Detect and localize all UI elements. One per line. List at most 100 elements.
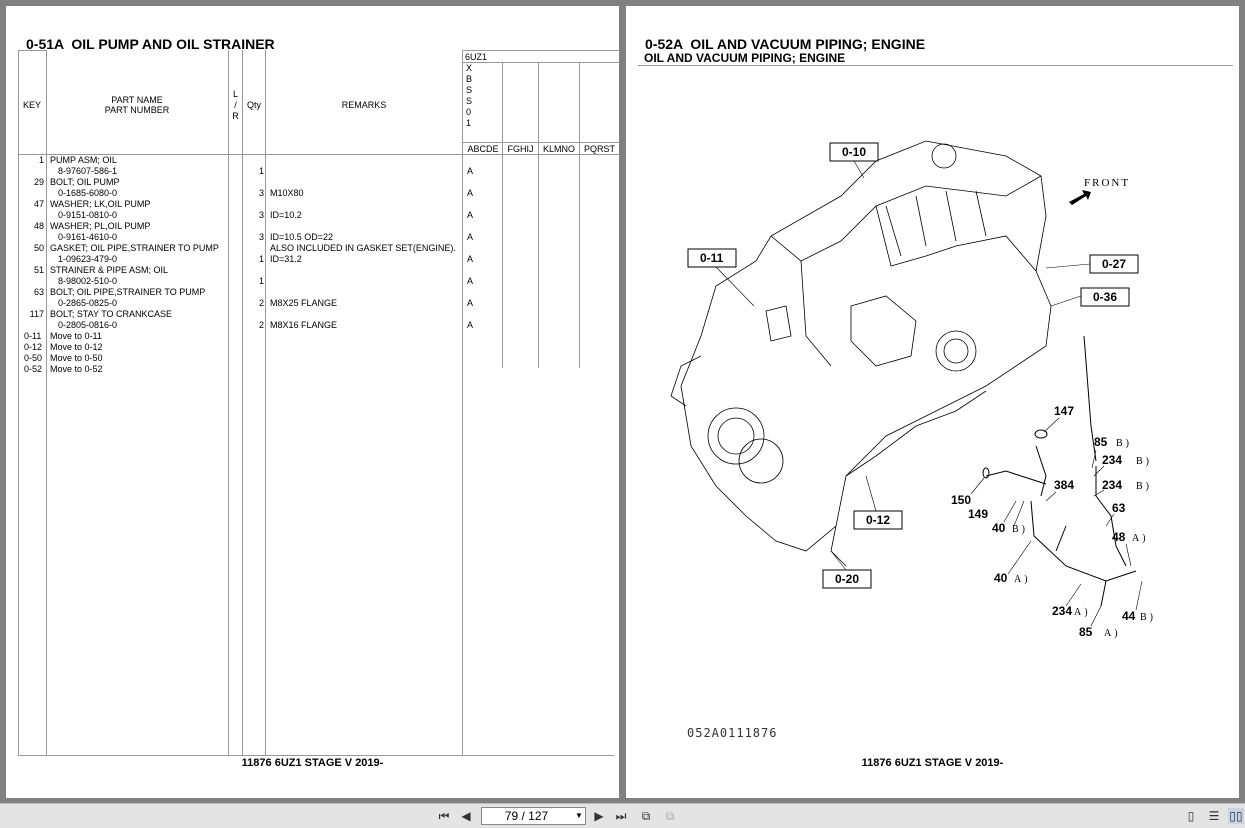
parts-table: KEY PART NAME PART NUMBER L / R Qty REMA…: [18, 50, 619, 755]
row-remarks: M8X25 FLANGE: [270, 298, 338, 308]
engine-outline: [670, 140, 1052, 567]
page-footer: 11876 6UZ1 STAGE V 2019-: [241, 757, 384, 769]
rotate-icon[interactable]: ⧉: [641, 809, 651, 823]
header-model-code-0: X: [466, 63, 473, 73]
box-label-0-10[interactable]: 0-10: [829, 142, 879, 162]
callout-147: 147: [1054, 404, 1074, 418]
callout-384: 384: [1054, 478, 1074, 492]
move-key: 0-12: [24, 342, 43, 352]
header-model-code-5: 1: [466, 118, 472, 128]
svg-text:B): B): [1136, 456, 1152, 467]
box-label-0-12[interactable]: 0-12: [853, 510, 903, 530]
continuous-view-icon[interactable]: ☰: [1208, 809, 1220, 823]
svg-text:40: 40: [994, 571, 1008, 585]
left-page: 0-51A OIL PUMP AND OIL STRAINER KEY PART…: [6, 6, 619, 798]
row-abcde: A: [467, 276, 474, 286]
row-qty: 1: [258, 254, 264, 264]
callout-150: 150: [951, 493, 971, 507]
row-part-name: GASKET; OIL PIPE,STRAINER TO PUMP: [50, 243, 219, 253]
engine-diagram: FRONT 0-10 0-11 0-27 0-36 0-12 0-20: [670, 140, 1153, 639]
row-qty: 3: [258, 188, 264, 198]
chevron-down-icon[interactable]: ▼: [575, 811, 583, 820]
row-key: 47: [33, 199, 44, 209]
move-text: Move to 0-12: [50, 342, 103, 352]
row-part-number: 0-2865-0825-0: [58, 298, 118, 308]
row-qty: 2: [258, 320, 264, 330]
row-part-name: STRAINER & PIPE ASM; OIL: [50, 265, 169, 275]
row-part-number: 0-9151-0810-0: [58, 210, 118, 220]
svg-text:B): B): [1012, 524, 1028, 535]
row-part-name: PUMP ASM; OIL: [50, 155, 117, 165]
row-key: 48: [33, 221, 44, 231]
last-page-icon[interactable]: ⏭: [615, 809, 627, 823]
page-title: 0-51A OIL PUMP AND OIL STRAINER: [26, 36, 275, 52]
row-key: 63: [33, 287, 44, 297]
page-number-input[interactable]: [481, 807, 586, 825]
row-remarks: ID=10.5 OD=22: [270, 232, 334, 242]
svg-text:0-12: 0-12: [866, 513, 890, 527]
move-key: 0-52: [24, 364, 43, 374]
row-part-number: 0-9161-4610-0: [58, 232, 118, 242]
row-part-number: 1-09623-479-0: [58, 254, 118, 264]
header-lr-l: L: [232, 89, 238, 99]
first-page-icon[interactable]: ⏮: [438, 809, 450, 823]
single-page-view-icon[interactable]: ▯: [1187, 809, 1195, 823]
svg-text:63: 63: [1112, 501, 1126, 515]
callout-149: 149: [968, 507, 988, 521]
header-model-code-1: B: [466, 74, 473, 84]
page-footer: 11876 6UZ1 STAGE V 2019-: [861, 757, 1004, 769]
svg-text:A): A): [1132, 533, 1149, 544]
row-qty: 3: [258, 210, 264, 220]
row-remarks: ID=31.2: [270, 254, 302, 264]
box-label-0-27[interactable]: 0-27: [1089, 254, 1139, 274]
figure-code: 052A0111876: [687, 726, 778, 740]
prev-page-icon[interactable]: ◀: [461, 809, 471, 823]
callout-63: 63: [1112, 501, 1126, 515]
box-label-0-20[interactable]: 0-20: [822, 569, 872, 589]
right-page: 0-52A OIL AND VACUUM PIPING; ENGINE OIL …: [626, 6, 1239, 798]
header-part-name: PART NAME: [111, 95, 163, 105]
row-part-number: 8-98002-510-0: [58, 276, 118, 286]
two-page-view-icon[interactable]: ▯▯: [1228, 808, 1244, 824]
row-part-name: BOLT; OIL PIPE,STRAINER TO PUMP: [50, 287, 206, 297]
row-key: 51: [33, 265, 44, 275]
svg-text:85: 85: [1094, 435, 1108, 449]
row-part-name: WASHER; PL,OIL PUMP: [50, 221, 151, 231]
header-remarks: REMARKS: [341, 100, 387, 110]
next-page-icon[interactable]: ▶: [594, 809, 604, 823]
row-abcde: A: [467, 210, 474, 220]
svg-text:234: 234: [1102, 453, 1122, 467]
row-key: 29: [33, 177, 44, 187]
row-remarks: M8X16 FLANGE: [270, 320, 338, 330]
rotate-back-icon[interactable]: ⧉: [665, 809, 675, 823]
svg-text:A): A): [1014, 574, 1031, 585]
row-abcde: A: [467, 254, 474, 264]
footer-rule: [18, 755, 614, 756]
header-model: 6UZ1: [465, 52, 488, 62]
box-label-0-11[interactable]: 0-11: [687, 248, 737, 268]
row-qty: 1: [258, 166, 264, 176]
row-qty: 3: [258, 232, 264, 242]
callout-40-b: 40 B): [992, 521, 1028, 535]
row-abcde: A: [467, 232, 474, 242]
move-text: Move to 0-11: [50, 331, 102, 341]
box-label-0-36[interactable]: 0-36: [1080, 287, 1130, 307]
svg-text:150: 150: [951, 493, 971, 507]
svg-text:40: 40: [992, 521, 1006, 535]
svg-text:A): A): [1104, 628, 1121, 639]
svg-text:48: 48: [1112, 530, 1126, 544]
svg-text:0-11: 0-11: [700, 251, 724, 265]
page-title: 0-52A OIL AND VACUUM PIPING; ENGINE: [645, 36, 926, 52]
svg-text:B): B): [1136, 481, 1152, 492]
svg-text:149: 149: [968, 507, 988, 521]
svg-text:384: 384: [1054, 478, 1074, 492]
svg-text:0-20: 0-20: [835, 572, 859, 586]
row-part-number: 0-1685-6080-0: [58, 188, 118, 198]
row-remarks: M10X80: [270, 188, 304, 198]
svg-text:0-10: 0-10: [842, 145, 866, 159]
row-abcde: A: [467, 188, 474, 198]
front-arrow-icon: [1069, 190, 1091, 205]
